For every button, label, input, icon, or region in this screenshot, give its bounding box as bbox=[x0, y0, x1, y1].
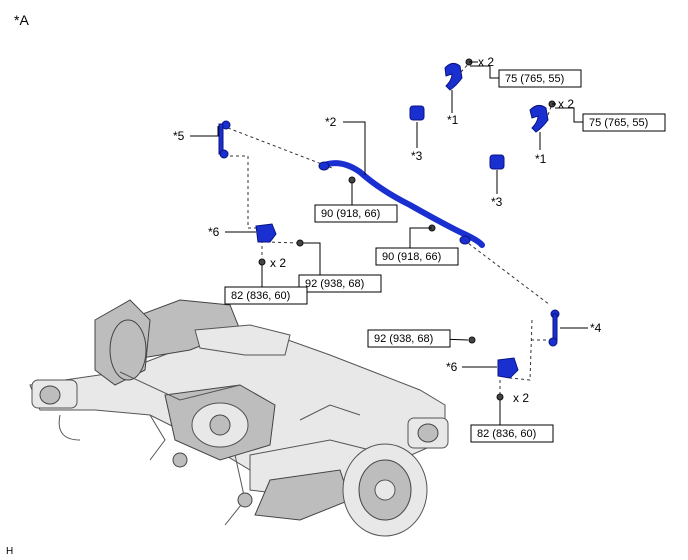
stabilizer-bushing-bottom bbox=[489, 154, 505, 170]
callout-5: *5 bbox=[173, 129, 185, 143]
svg-text:82 (836, 60): 82 (836, 60) bbox=[477, 428, 536, 440]
callout-1-bottom: *1 bbox=[535, 152, 547, 166]
svg-text:92 (938, 68): 92 (938, 68) bbox=[305, 278, 364, 290]
nut-icon bbox=[258, 258, 266, 266]
torque-box: 75 (765, 55) bbox=[582, 113, 666, 132]
stabilizer-bar bbox=[319, 160, 485, 248]
svg-text:92 (938, 68): 92 (938, 68) bbox=[374, 333, 433, 345]
callout-4: *4 bbox=[590, 321, 602, 335]
callout-6-right: *6 bbox=[446, 360, 458, 374]
svg-text:82 (836, 60): 82 (836, 60) bbox=[231, 290, 290, 302]
stabilizer-link-left bbox=[218, 120, 231, 159]
svg-text:90 (918, 66): 90 (918, 66) bbox=[382, 251, 441, 263]
torque-box: 90 (918, 66) bbox=[375, 247, 459, 266]
torque-box: 82 (836, 60) bbox=[224, 286, 308, 305]
stabilizer-bushing-top bbox=[409, 105, 425, 121]
rear-suspension-frame bbox=[29, 299, 449, 537]
multiplier-label: x 2 bbox=[513, 391, 529, 405]
stabilizer-mount-right bbox=[497, 357, 519, 379]
nut-icon bbox=[348, 176, 356, 184]
svg-text:75 (765, 55): 75 (765, 55) bbox=[505, 73, 564, 85]
multiplier-label: x 2 bbox=[558, 97, 574, 111]
stabilizer-bracket-middle bbox=[529, 104, 549, 133]
svg-text:75 (765, 55): 75 (765, 55) bbox=[589, 117, 648, 129]
svg-text:90 (918, 66): 90 (918, 66) bbox=[321, 208, 380, 220]
nut-icon bbox=[496, 393, 504, 401]
stabilizer-bar-end-left bbox=[318, 161, 330, 171]
nut-icon bbox=[468, 336, 476, 344]
stabilizer-link-right bbox=[548, 309, 560, 347]
torque-box: 92 (938, 68) bbox=[367, 329, 451, 348]
callout-3-bottom: *3 bbox=[491, 195, 503, 209]
callout-3-top: *3 bbox=[411, 149, 423, 163]
stabilizer-bar-end-right bbox=[459, 235, 471, 245]
torque-box: 92 (938, 68) bbox=[298, 274, 382, 293]
nut-icon bbox=[296, 239, 304, 247]
callout-2: *2 bbox=[325, 115, 337, 129]
assembly-dashed-lines bbox=[224, 61, 553, 395]
figure-label: *A bbox=[14, 12, 29, 28]
torque-box: 82 (836, 60) bbox=[470, 424, 554, 443]
multiplier-label: x 2 bbox=[478, 55, 494, 69]
multiplier-label: x 2 bbox=[270, 256, 286, 270]
torque-box: 90 (918, 66) bbox=[314, 204, 398, 223]
torque-box: 75 (765, 55) bbox=[498, 69, 582, 88]
callout-6-left: *6 bbox=[208, 225, 220, 239]
stabilizer-mount-left bbox=[255, 223, 277, 243]
footer-mark: H bbox=[6, 546, 13, 557]
callout-1-top: *1 bbox=[447, 113, 459, 127]
stabilizer-bracket-top bbox=[444, 62, 463, 91]
